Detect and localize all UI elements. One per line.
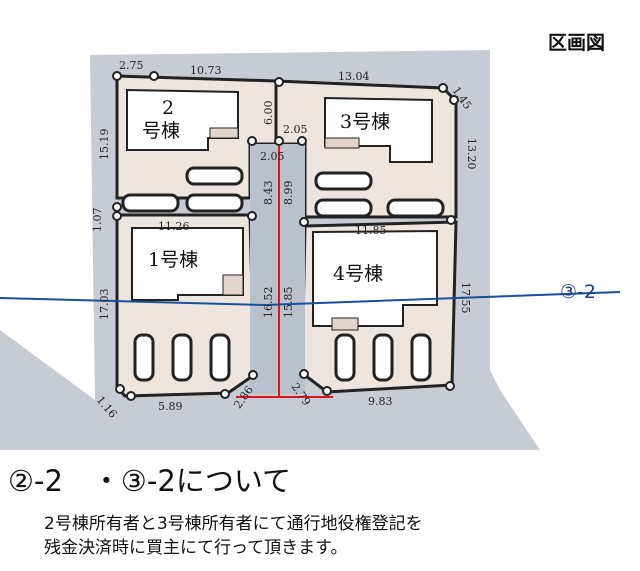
dimension: 10.73 <box>190 64 222 77</box>
boundary-point <box>112 211 122 221</box>
lot-3-label: 3号棟 <box>340 111 390 133</box>
dimension: 1.07 <box>91 208 104 233</box>
car-icon <box>314 171 373 191</box>
car-icon <box>334 333 356 382</box>
notice-line: 残金決済時に買主にて行って頂きます。 <box>44 538 348 558</box>
boundary-point <box>274 77 284 87</box>
dimension: 2.05 <box>283 123 308 136</box>
boundary-point <box>247 211 257 221</box>
car-icon <box>410 333 432 382</box>
dimension: 8.43 <box>262 181 275 206</box>
dimension: 13.20 <box>465 138 478 170</box>
dimension: 2.75 <box>119 59 144 72</box>
dimension: 11.85 <box>355 224 387 237</box>
car-icon <box>314 198 373 218</box>
boundary-point <box>449 95 459 105</box>
boundary-point <box>299 217 309 227</box>
building-1 <box>131 227 244 301</box>
boundary-point <box>297 136 307 146</box>
stairs <box>331 317 359 331</box>
boundary-point <box>274 136 284 146</box>
boundary-point <box>149 71 159 81</box>
dimension: 13.04 <box>338 70 370 83</box>
page-title: 区画図 <box>548 32 606 54</box>
dimension: 15.19 <box>98 129 111 161</box>
section-marker: ③-2 <box>560 281 596 303</box>
lot-1-label: 1号棟 <box>148 249 198 271</box>
stairs <box>324 137 360 149</box>
section-line <box>0 291 621 307</box>
boundary-point <box>446 215 456 225</box>
boundary-point <box>115 384 125 394</box>
dimension: 6.00 <box>262 101 275 126</box>
dimension: 15.85 <box>282 287 295 319</box>
dimension: 17.03 <box>98 289 111 321</box>
lot-2-label: 2 <box>162 97 174 119</box>
dimension: 17.55 <box>459 282 472 314</box>
notice-heading: ②-2 ・③-2について <box>8 464 291 498</box>
dimension: 9.83 <box>368 395 393 408</box>
stairs <box>222 274 244 296</box>
stairs <box>209 127 239 139</box>
boundary-point <box>438 83 448 93</box>
car-icon <box>185 193 244 213</box>
boundary-point <box>247 136 257 146</box>
car-icon <box>372 333 394 382</box>
lot-4-label: 4号棟 <box>333 263 383 285</box>
dimension: 2.05 <box>260 150 285 163</box>
car-icon <box>121 193 180 213</box>
dimension: 8.99 <box>282 181 295 206</box>
dimension: 16.52 <box>262 287 275 319</box>
boundary-point <box>322 386 332 396</box>
boundary-point <box>126 391 136 401</box>
car-icon <box>209 333 231 382</box>
car-icon <box>185 166 244 186</box>
car-icon <box>171 333 193 382</box>
boundary-point <box>220 389 230 399</box>
boundary-point <box>112 71 122 81</box>
lot-2-label: 号棟 <box>142 120 180 142</box>
car-icon <box>386 198 445 218</box>
passage <box>250 144 305 394</box>
notice-line: 2号棟所有者と3号棟所有者にて通行地役権登記を <box>44 514 423 534</box>
boundary-point <box>445 381 455 391</box>
boundary-point <box>248 370 258 380</box>
site-plan: ③-2 2 号棟 3号棟 1号棟 4号棟 2.75 10.73 13.04 1.… <box>0 50 621 450</box>
dimension: 11.26 <box>158 220 190 233</box>
dimension: 5.89 <box>158 400 183 413</box>
boundary-point <box>299 369 309 379</box>
boundary-point <box>112 202 122 212</box>
car-icon <box>133 333 155 382</box>
